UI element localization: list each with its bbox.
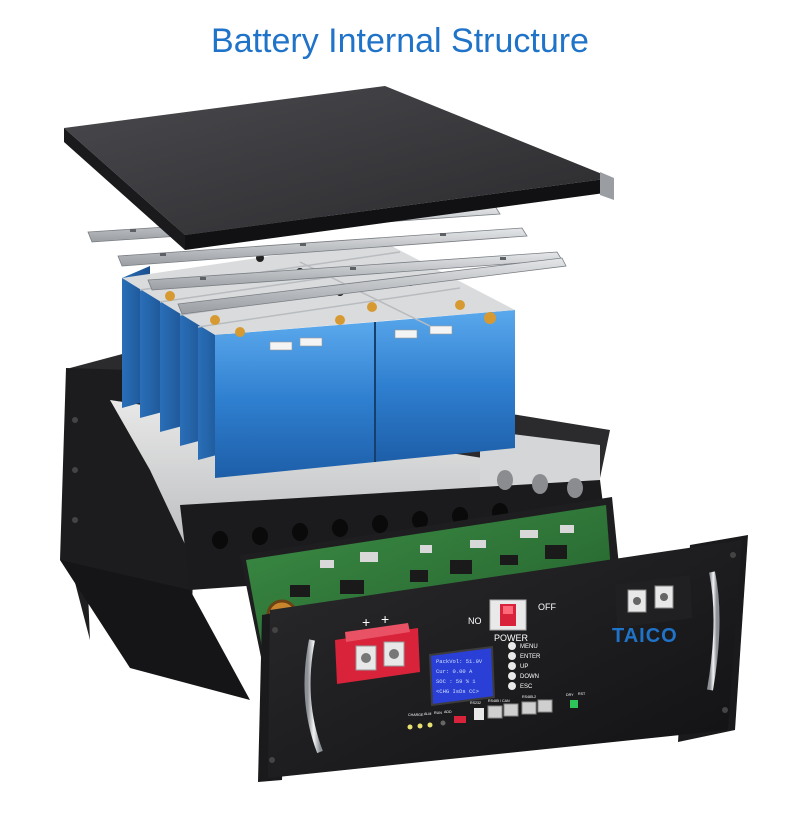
lcd-line-3: SOC : 59 % 1 <box>436 678 476 685</box>
up-button[interactable] <box>508 662 516 670</box>
esc-button[interactable] <box>508 682 516 690</box>
terminal-sign-2: + <box>381 611 389 627</box>
port-label-alm: ALM <box>424 712 431 716</box>
menu-button-label: MENU <box>520 644 538 650</box>
power-switch[interactable] <box>489 599 527 631</box>
negative-terminal-block <box>615 575 692 628</box>
menu-button[interactable] <box>508 642 516 650</box>
left-handle <box>304 639 323 754</box>
down-button[interactable] <box>508 672 516 680</box>
esc-button-label: ESC <box>520 684 533 690</box>
switch-on-label: NO <box>468 616 482 626</box>
brand-logo: TAICO <box>612 625 678 647</box>
enter-button[interactable] <box>508 652 516 660</box>
up-button-label: UP <box>520 664 528 670</box>
page-title: Battery Internal Structure <box>211 22 589 60</box>
status-leds <box>407 716 466 730</box>
port-label-run: RUN <box>434 711 442 715</box>
positive-terminal-block <box>335 623 420 684</box>
top-lid <box>64 86 614 250</box>
lcd-display <box>428 645 496 707</box>
port-label-charge: CHARGE <box>408 713 424 717</box>
lcd-line-1: PackVol: 51.0V <box>436 658 483 665</box>
port-label-rst: RST <box>578 692 586 696</box>
power-label: POWER <box>494 633 529 643</box>
right-handle <box>707 571 720 691</box>
enter-button-label: ENTER <box>520 654 541 660</box>
terminal-sign-1: + <box>362 614 370 630</box>
port-label-add: ADD <box>444 710 452 714</box>
lcd-line-4: <CHG IsDs CC> <box>436 688 479 695</box>
down-button-label: DOWN <box>520 674 539 680</box>
port-label-rs232: RS232 <box>470 701 481 705</box>
port-label-dry: DRY <box>566 693 574 697</box>
lcd-line-2: Cur: 0.00 A <box>436 668 473 675</box>
switch-off-label: OFF <box>538 602 556 612</box>
port-label-rs485-can: RS485 / CAN <box>488 699 510 703</box>
communication-ports <box>474 699 578 720</box>
port-label-rs485-2: RS485-2 <box>522 695 536 699</box>
